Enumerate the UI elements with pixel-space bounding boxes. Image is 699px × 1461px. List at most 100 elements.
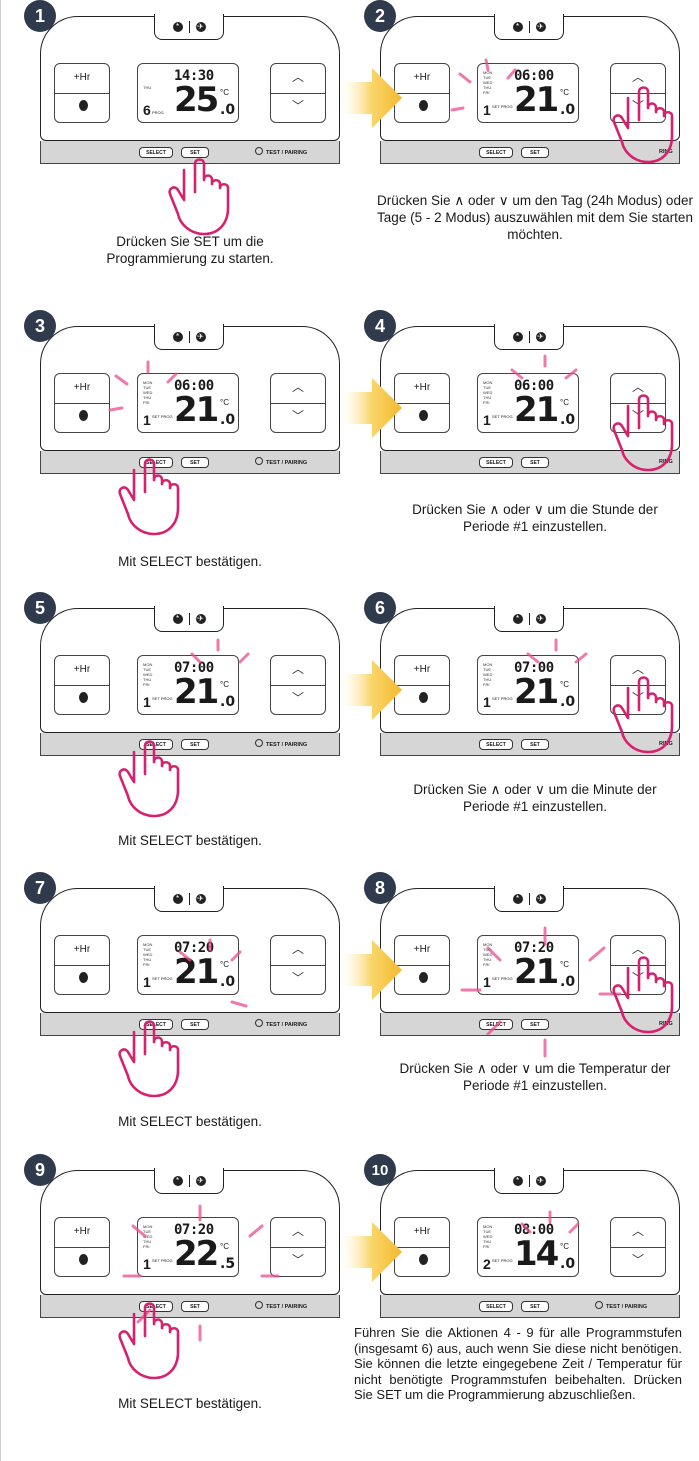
- plane-icon: ✈: [535, 613, 546, 624]
- hr-button[interactable]: +Hr: [73, 72, 91, 83]
- chevron-up-icon[interactable]: ︿: [631, 1224, 644, 1238]
- lcd-degree: °C: [560, 680, 569, 689]
- chevron-up-icon[interactable]: ︿: [291, 1224, 304, 1238]
- chevron-down-icon[interactable]: ﹀: [631, 409, 644, 423]
- hr-button[interactable]: +Hr: [413, 944, 431, 955]
- select-button[interactable]: SELECT: [479, 147, 513, 158]
- chevron-up-icon[interactable]: ︿: [291, 942, 304, 956]
- button-divider: [271, 93, 325, 94]
- snowflake-icon: *: [172, 613, 183, 624]
- right-buttons: ︿ ﹀: [610, 655, 666, 715]
- snowflake-icon: *: [172, 1175, 183, 1186]
- snowflake-icon: *: [512, 331, 523, 342]
- chevron-up-icon[interactable]: ︿: [631, 662, 644, 676]
- right-buttons: ︿ ﹀: [270, 1217, 326, 1277]
- chevron-up-icon[interactable]: ︿: [631, 380, 644, 394]
- select-button[interactable]: SELECT: [139, 1301, 173, 1312]
- flame-icon[interactable]: [79, 972, 88, 983]
- select-button[interactable]: SELECT: [139, 457, 173, 468]
- flame-icon[interactable]: [419, 410, 428, 421]
- select-button[interactable]: SELECT: [479, 1301, 513, 1312]
- chevron-down-icon[interactable]: ﹀: [631, 99, 644, 113]
- pairing-indicator: TEST / PAIRING: [255, 147, 307, 159]
- hr-button[interactable]: +Hr: [413, 72, 431, 83]
- chevron-down-icon[interactable]: ﹀: [291, 409, 304, 423]
- chevron-down-icon[interactable]: ﹀: [291, 99, 304, 113]
- set-button[interactable]: SET: [181, 1301, 209, 1312]
- flame-icon[interactable]: [419, 972, 428, 983]
- flame-icon[interactable]: [79, 100, 88, 111]
- set-button[interactable]: SET: [181, 1019, 209, 1030]
- button-divider: [611, 403, 665, 404]
- lcd-program-label: PROG: [152, 110, 164, 115]
- button-bar: SELECT SET RING: [380, 733, 680, 756]
- chevron-down-icon[interactable]: ﹀: [631, 971, 644, 985]
- pairing-indicator: RING: [659, 149, 673, 155]
- flame-icon[interactable]: [419, 1254, 428, 1265]
- mode-tab: *✈: [494, 1168, 564, 1194]
- select-button[interactable]: SELECT: [139, 1019, 173, 1030]
- select-button[interactable]: SELECT: [479, 739, 513, 750]
- flame-icon[interactable]: [419, 100, 428, 111]
- lcd-temperature: 22: [174, 1234, 219, 1274]
- hr-button[interactable]: +Hr: [73, 1226, 91, 1237]
- plane-icon: ✈: [535, 1175, 546, 1186]
- set-button[interactable]: SET: [521, 147, 549, 158]
- lcd-program-label: SET PROG: [152, 414, 173, 419]
- chevron-down-icon[interactable]: ﹀: [291, 1253, 304, 1267]
- chevron-down-icon[interactable]: ﹀: [291, 971, 304, 985]
- set-button[interactable]: SET: [521, 1019, 549, 1030]
- chevron-up-icon[interactable]: ︿: [631, 70, 644, 84]
- hr-button[interactable]: +Hr: [413, 664, 431, 675]
- chevron-down-icon[interactable]: ﹀: [291, 691, 304, 705]
- tab-divider: [188, 20, 190, 33]
- chevron-up-icon[interactable]: ︿: [291, 662, 304, 676]
- hr-button[interactable]: +Hr: [413, 1226, 431, 1237]
- set-button[interactable]: SET: [181, 457, 209, 468]
- snowflake-icon: *: [512, 1175, 523, 1186]
- mode-tab: *✈: [154, 606, 224, 632]
- lcd-temperature: 21: [514, 80, 559, 120]
- button-bar: SELECT SET RING: [380, 451, 680, 474]
- select-button[interactable]: SELECT: [139, 739, 173, 750]
- select-button[interactable]: SELECT: [479, 457, 513, 468]
- chevron-up-icon[interactable]: ︿: [631, 942, 644, 956]
- set-button[interactable]: SET: [521, 739, 549, 750]
- flame-icon[interactable]: [79, 1254, 88, 1265]
- chevron-up-icon[interactable]: ︿: [291, 70, 304, 84]
- chevron-down-icon[interactable]: ﹀: [631, 691, 644, 705]
- set-button[interactable]: SET: [181, 147, 209, 158]
- led-icon: [255, 147, 263, 155]
- lcd-time: 14:30: [174, 68, 214, 84]
- chevron-down-icon[interactable]: ﹀: [631, 1253, 644, 1267]
- set-button[interactable]: SET: [181, 739, 209, 750]
- tab-divider: [528, 20, 530, 33]
- select-button[interactable]: SELECT: [479, 1019, 513, 1030]
- hr-button[interactable]: +Hr: [73, 944, 91, 955]
- plane-icon: ✈: [195, 1175, 206, 1186]
- chevron-up-icon[interactable]: ︿: [291, 380, 304, 394]
- button-divider: [395, 93, 449, 94]
- pairing-indicator: TEST / PAIRING: [255, 457, 307, 469]
- hr-button[interactable]: +Hr: [413, 382, 431, 393]
- plane-icon: ✈: [535, 331, 546, 342]
- lcd-program-number: 1: [143, 1256, 151, 1272]
- flame-icon[interactable]: [79, 410, 88, 421]
- lcd-degree: °C: [220, 680, 229, 689]
- hr-button[interactable]: +Hr: [73, 382, 91, 393]
- step-number-badge: 5: [24, 592, 56, 624]
- set-button[interactable]: SET: [521, 457, 549, 468]
- flame-icon[interactable]: [79, 692, 88, 703]
- select-button[interactable]: SELECT: [139, 147, 173, 158]
- right-buttons: ︿ ﹀: [270, 935, 326, 995]
- set-button[interactable]: SET: [521, 1301, 549, 1312]
- hr-button[interactable]: +Hr: [73, 664, 91, 675]
- flame-icon[interactable]: [419, 692, 428, 703]
- lcd-time: 07:00: [174, 660, 214, 676]
